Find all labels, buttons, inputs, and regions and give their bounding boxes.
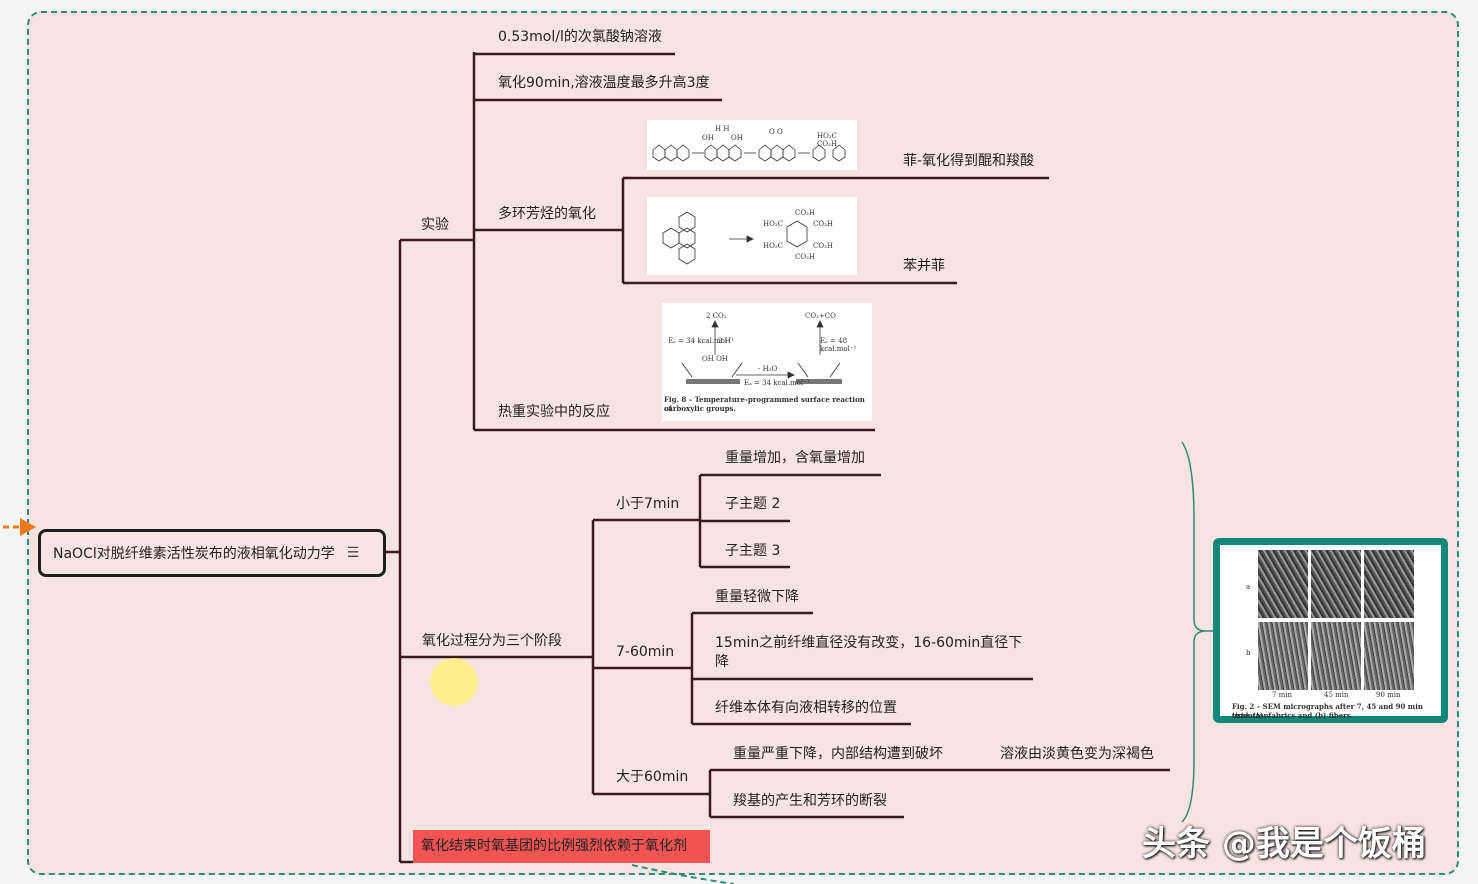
tpsr-label-ohoh: OH OH [702, 355, 728, 363]
tpsr-label-2co2: 2 CO₂ [706, 312, 727, 320]
sem-col-45: 45 min [1324, 691, 1349, 699]
conclusion-node[interactable]: 氧化结束时氧基团的比例强烈依赖于氧化剂 [413, 830, 710, 863]
phenanthrene-scheme [652, 144, 846, 162]
stage1-item-subtopic2[interactable]: 子主题 2 [725, 496, 781, 512]
tpsr-caption-2: carboxylic groups. [664, 404, 736, 413]
stage3-item-color-change[interactable]: 溶液由淡黄色变为深褐色 [1000, 746, 1154, 762]
phenanthrene-oxidation-image: H H OH OH O O HO₂C CO₂H [647, 120, 857, 170]
stage1-label[interactable]: 小于7min [616, 496, 680, 512]
tpsr-label-co2co: CO₂+CO [805, 312, 836, 320]
phen-label-oo: O O [769, 128, 783, 136]
triph-label-5: CO₂H [813, 242, 834, 250]
sem-caption-1: Fig. 2 – SEM micrographs after 7, 45 and… [1232, 702, 1423, 720]
stage2-label[interactable]: 7-60min [616, 644, 675, 660]
sem-cell [1258, 550, 1308, 618]
sem-col-90: 90 min [1376, 691, 1401, 699]
exp-item-pah[interactable]: 多环芳烃的氧化 [498, 206, 596, 222]
stage2-item-transfer[interactable]: 纤维本体有向液相转移的位置 [715, 700, 897, 716]
triph-label-6: CO₂H [795, 253, 816, 261]
triph-label-3: CO₂H [813, 220, 834, 228]
branch-stages[interactable]: 氧化过程分为三个阶段 [422, 633, 562, 649]
root-topic[interactable]: NaOCl对脱纤维素活性炭布的液相氧化动力学 ☰ [38, 529, 386, 577]
stage3-item-carboxyl[interactable]: 羧基的产生和芳环的断裂 [733, 793, 887, 809]
notes-icon[interactable]: ☰ [346, 545, 360, 561]
sem-cell [1364, 622, 1414, 690]
root-title: NaOCl对脱纤维素活性炭布的液相氧化动力学 [53, 546, 335, 562]
tpsr-figure-image: 2 CO₂ CO₂+CO Eₐ = 34 kcal.mol⁻¹ 2 H Eₐ =… [662, 303, 872, 421]
pah-phenanthrene[interactable]: 菲-氧化得到醌和羧酸 [903, 153, 1035, 169]
stage1-item-weight-gain[interactable]: 重量增加，含氧量增加 [725, 450, 865, 466]
tpsr-label-2h: 2 H [718, 337, 731, 345]
stage3-item-severe-loss[interactable]: 重量严重下降，内部结构遭到破坏 [733, 746, 943, 762]
sem-micrograph-image: a b 7 min 45 min 90 min Fig. 2 – SEM mic… [1213, 538, 1448, 723]
triph-label-2: HO₂C [763, 220, 784, 228]
sem-caption-2: time (a): fabrics and (b) fibers. [1232, 711, 1354, 720]
tpsr-label-ea3: Eₐ = 34 kcal.mol⁻¹ [744, 379, 810, 387]
highlight-cursor [430, 658, 478, 706]
triph-label-1: CO₂H [795, 209, 816, 217]
exp-item-solution[interactable]: 0.53mol/l的次氯酸钠溶液 [498, 29, 662, 45]
tpsr-scheme [681, 320, 842, 384]
exp-item-temperature[interactable]: 氧化90min,溶液温度最多升高3度 [498, 75, 710, 91]
sem-col-7: 7 min [1272, 691, 1293, 699]
exp-item-tga[interactable]: 热重实验中的反应 [498, 404, 610, 420]
stage2-item-diameter-cont[interactable]: 降 [715, 654, 729, 670]
tpsr-label-ea1: Eₐ = 34 kcal.mol⁻¹ [668, 337, 734, 345]
phen-label-oh2: OH [731, 134, 743, 142]
sem-cell [1311, 550, 1361, 618]
sem-cell [1311, 622, 1361, 690]
stage2-item-slight-loss[interactable]: 重量轻微下降 [715, 589, 799, 605]
sem-cell [1364, 550, 1414, 618]
stage1-item-subtopic3[interactable]: 子主题 3 [725, 543, 781, 559]
phen-label-oh1: OH [702, 134, 714, 142]
sem-cell [1258, 622, 1308, 690]
watermark-text: 头条 @我是个饭桶 [1142, 824, 1426, 864]
phen-label-acid: HO₂C CO₂H [817, 132, 838, 148]
sem-grid [1258, 550, 1418, 692]
tpsr-label-ea2: Eₐ = 48 kcal.mol⁻¹ [820, 337, 857, 353]
triphenylene-scheme [662, 211, 808, 265]
phen-label-hh: H H [715, 125, 730, 133]
pah-triphenylene[interactable]: 苯并菲 [903, 258, 945, 274]
sem-row-a: a [1246, 583, 1251, 591]
branch-experiment[interactable]: 实验 [421, 217, 449, 233]
triphenylene-oxidation-image: CO₂H HO₂C CO₂H HO₂C CO₂H CO₂H [647, 197, 857, 275]
stage2-item-diameter[interactable]: 15min之前纤维直径没有改变，16-60min直径下 [715, 635, 1023, 651]
sem-row-b: b [1246, 649, 1251, 657]
tpsr-caption-1: Fig. 8 – Temperature-programmed surface … [664, 395, 865, 413]
triph-label-4: HO₂C [763, 242, 784, 250]
stage3-label[interactable]: 大于60min [616, 769, 689, 785]
tpsr-label-h2o: - H₂O [758, 365, 778, 373]
